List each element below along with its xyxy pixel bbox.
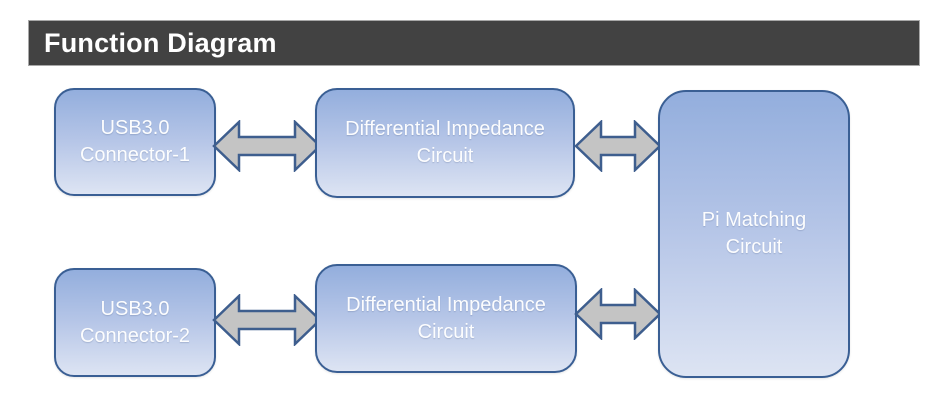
double-arrow-icon	[574, 120, 662, 172]
block-pi-matching-circuit: Pi Matching Circuit	[658, 90, 850, 378]
block-label-line: Differential Impedance	[345, 118, 545, 140]
block-label-line: USB3.0	[100, 297, 170, 320]
block-usb-connector-1: USB3.0 Connector-1	[54, 88, 216, 196]
block-label-line: Circuit	[417, 320, 475, 343]
block-label-line: Connector-1	[79, 144, 191, 166]
block-label-line: Differential Impedance	[346, 293, 546, 316]
double-arrow-icon	[574, 288, 662, 340]
block-differential-impedance-2: Differential Impedance Circuit	[315, 264, 577, 373]
page-title: Function Diagram	[44, 27, 277, 58]
double-arrow-icon	[212, 120, 322, 172]
title-bar: Function Diagram	[28, 20, 920, 66]
double-arrow-icon	[212, 294, 322, 346]
block-label-line: Pi Matching	[701, 209, 807, 231]
block-differential-impedance-1: Differential Impedance Circuit	[315, 88, 575, 198]
block-label-line: USB3.0	[100, 117, 170, 139]
block-label-line: Connector-2	[79, 324, 191, 347]
block-label-line: Circuit	[416, 145, 474, 167]
block-label-line: Circuit	[725, 236, 783, 258]
block-usb-connector-2: USB3.0 Connector-2	[54, 268, 216, 377]
